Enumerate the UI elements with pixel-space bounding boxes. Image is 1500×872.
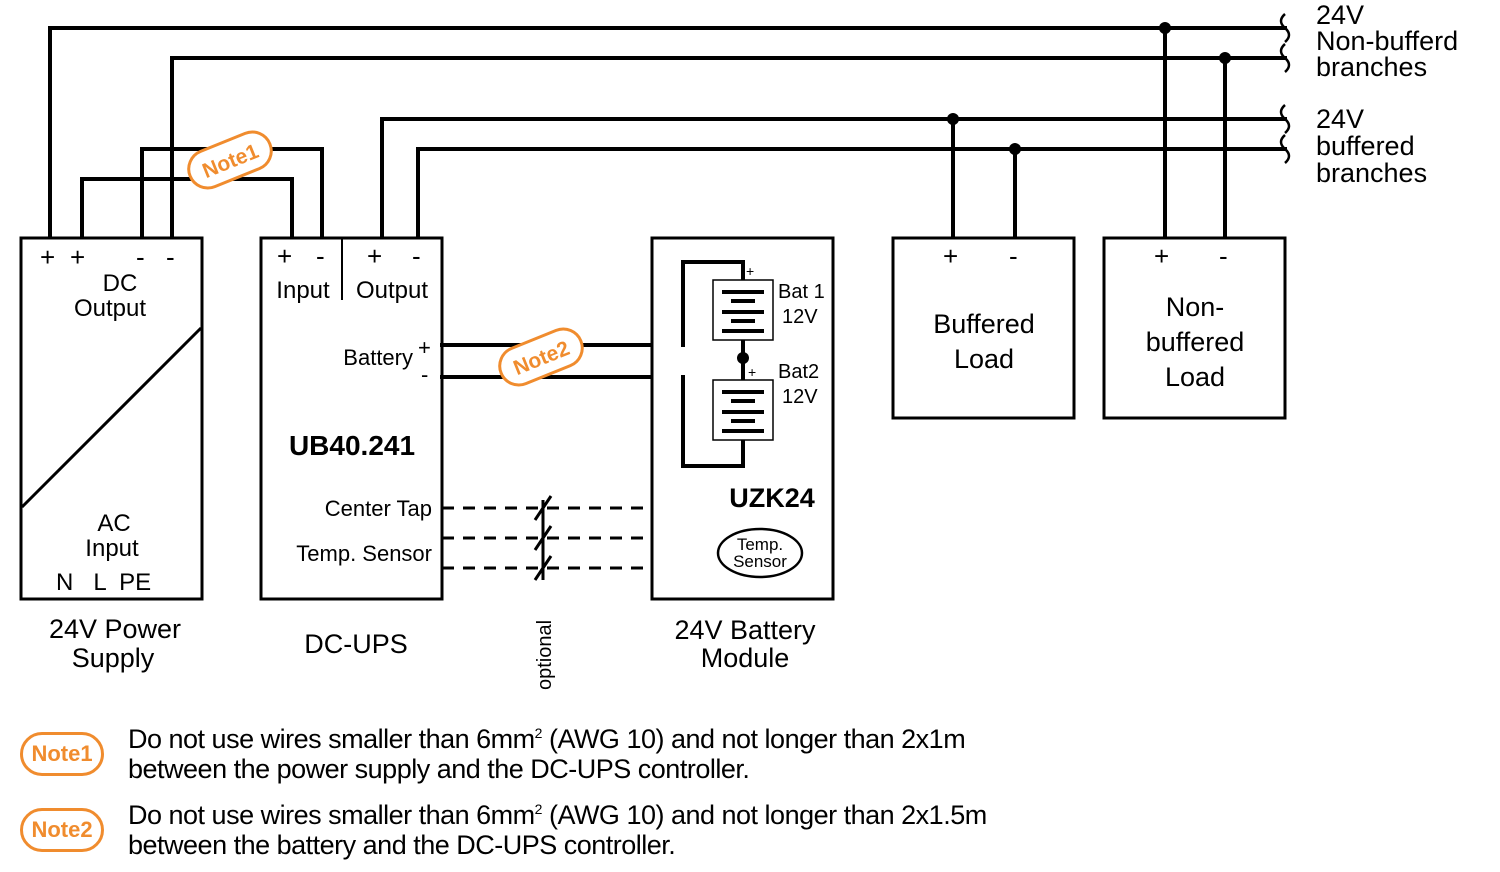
psu-caption-1: 24V Power [49, 614, 181, 644]
note-1-line-1-post: (AWG 10) and not longer than 2x1m [541, 724, 966, 754]
psu-minus-2: - [166, 242, 175, 272]
nonbuffered-load-plus: + [1154, 241, 1169, 271]
battery-2-symbol: + [712, 364, 774, 441]
nonbuffered-branch-label: 24V Non-bufferd branches [1316, 0, 1458, 82]
note-2-line-1-pre: Do not use wires smaller than 6mm [128, 800, 535, 830]
psu-plus-1: + [40, 242, 55, 272]
nonbuffered-load-minus: - [1219, 241, 1228, 271]
optional-label: optional [534, 620, 556, 690]
temp-sensor-label-1: Temp. [737, 535, 783, 554]
psu-ac-terminals: N L PE [56, 569, 151, 596]
buffered-branch-label: 24V buffered branches [1316, 104, 1427, 188]
bat2-name: Bat2 [778, 361, 819, 383]
branch-nonbuf-voltage: 24V [1316, 0, 1364, 30]
psu-dc-label-2: Output [74, 295, 146, 322]
ups-input-minus: - [316, 241, 325, 271]
note-2-line-1-post: (AWG 10) and not longer than 2x1.5m [541, 800, 987, 830]
branch-buf-line1: buffered [1316, 131, 1415, 161]
junction-dots [947, 22, 1231, 155]
note2-wire-badge: Note2 [498, 327, 584, 387]
note-2-badge: Note2 [20, 808, 104, 852]
battery-module-model: UZK24 [729, 483, 815, 513]
note-2: Note2 Do not use wires smaller than 6mm2… [20, 800, 987, 860]
note-2-line-1: Do not use wires smaller than 6mm2 (AWG … [128, 800, 987, 830]
bat1-plus: + [746, 263, 754, 279]
load-drop-wires [951, 26, 1227, 240]
temp-sensor-label-2: Sensor [733, 552, 787, 571]
note-1-badge: Note1 [20, 732, 104, 776]
psu-minus-1: - [136, 242, 145, 272]
note-1-superscript: 2 [534, 725, 543, 741]
note1-wire-badge: Note1 [187, 130, 273, 190]
buffered-load-label-1: Buffered [933, 309, 1035, 339]
note-2-text: Do not use wires smaller than 6mm2 (AWG … [128, 800, 987, 860]
nonbuffered-load-label-2: buffered [1146, 327, 1245, 357]
battery-module-block: + Bat 1 12V + Bat2 12V UZK24 Temp. Senso… [650, 236, 835, 601]
psu-plus-2: + [70, 242, 85, 272]
buffered-load-minus: - [1009, 241, 1018, 271]
bat2-voltage: 12V [782, 386, 818, 408]
ups-battery-label: Battery [343, 345, 413, 370]
bat1-voltage: 12V [782, 306, 818, 328]
note-1-line-2: between the power supply and the DC-UPS … [128, 754, 750, 784]
nonbuffered-load-block: + - Non- buffered Load [1102, 236, 1287, 420]
battery-1-symbol: + [712, 263, 774, 341]
ups-input-plus: + [277, 241, 292, 271]
note-1: Note1 Do not use wires smaller than 6mm2… [20, 724, 966, 784]
ups-model: UB40.241 [289, 430, 415, 461]
ups-temp-sensor-label: Temp. Sensor [296, 541, 432, 566]
ups-battery-minus: - [421, 362, 428, 387]
branch-nonbuf-line2: branches [1316, 52, 1427, 82]
dc-ups-block: + - + - Input Output Battery + - UB40.24… [259, 236, 444, 601]
psu-dc-label-1: DC [103, 270, 138, 297]
temp-sensor-symbol: Temp. Sensor [716, 527, 804, 579]
nonbuffered-load-label-3: Load [1165, 362, 1225, 392]
buffered-bus-wires [380, 117, 1287, 240]
bat1-name: Bat 1 [778, 281, 825, 303]
battery-module-caption-2: Module [701, 643, 790, 673]
note-2-line-2: between the battery and the DC-UPS contr… [128, 830, 676, 860]
ups-center-tap-label: Center Tap [325, 496, 432, 521]
ups-output-minus: - [412, 241, 421, 271]
psu-ac-label-2: Input [85, 535, 139, 562]
branch-nonbuf-line1: Non-bufferd [1316, 26, 1458, 56]
nonbuffered-load-label-1: Non- [1166, 292, 1225, 322]
branch-buf-voltage: 24V [1316, 104, 1364, 134]
note-2-superscript: 2 [534, 801, 543, 817]
ups-battery-plus: + [418, 335, 431, 360]
nonbuffered-bus-wires [48, 26, 1287, 240]
battery-module-caption-1: 24V Battery [674, 615, 816, 645]
branch-buf-line2: branches [1316, 158, 1427, 188]
note-1-line-1-pre: Do not use wires smaller than 6mm [128, 724, 535, 754]
buffered-load-plus: + [943, 241, 958, 271]
note-1-line-1: Do not use wires smaller than 6mm2 (AWG … [128, 724, 966, 754]
ups-output-label: Output [356, 277, 428, 304]
ups-caption: DC-UPS [304, 629, 408, 659]
ups-output-plus: + [367, 241, 382, 271]
bat2-plus: + [748, 364, 756, 380]
power-supply-block: + + - - DC Output AC Input N L PE [19, 236, 204, 601]
buffered-load-block: + - Buffered Load [891, 236, 1076, 420]
psu-caption-2: Supply [72, 643, 155, 673]
note-1-text: Do not use wires smaller than 6mm2 (AWG … [128, 724, 966, 784]
psu-ac-label-1: AC [97, 510, 130, 537]
wire-break-marks [1279, 13, 1291, 164]
ups-input-label: Input [276, 277, 330, 304]
buffered-load-label-2: Load [954, 344, 1014, 374]
